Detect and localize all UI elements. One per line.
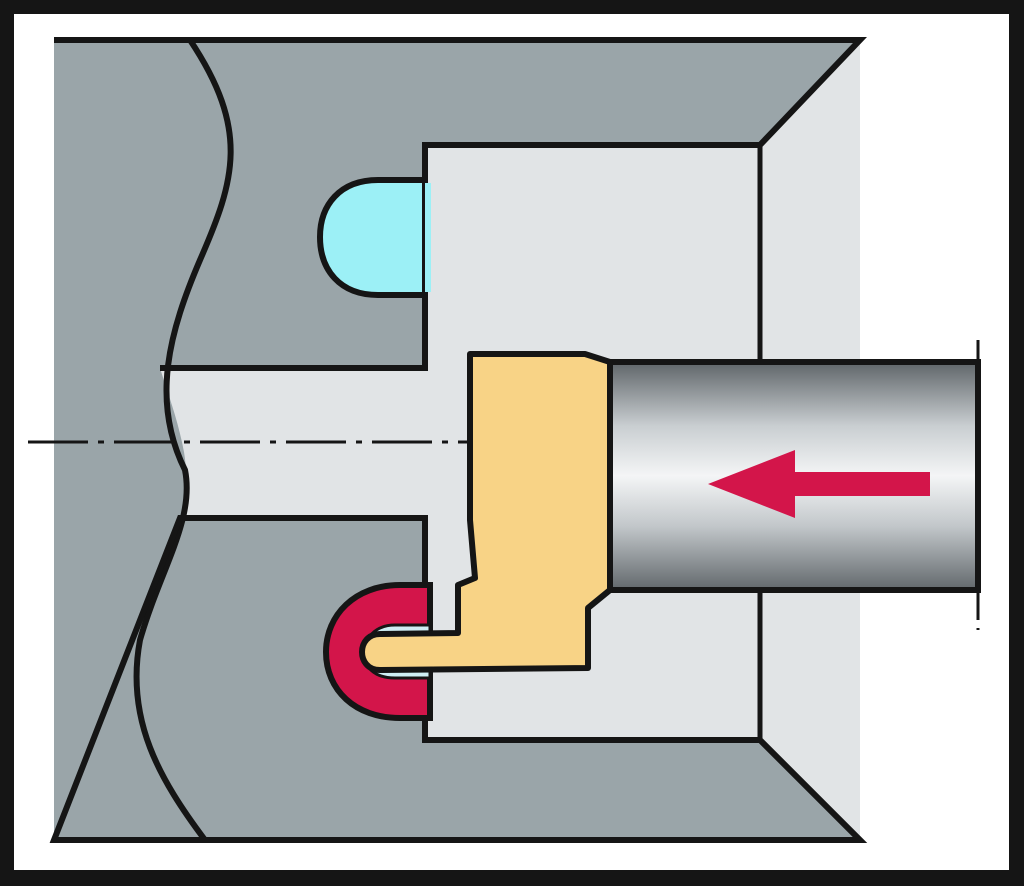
insert <box>359 351 613 673</box>
feed-arrow <box>708 450 930 518</box>
break-line <box>133 38 234 842</box>
finished-groove <box>316 177 428 298</box>
